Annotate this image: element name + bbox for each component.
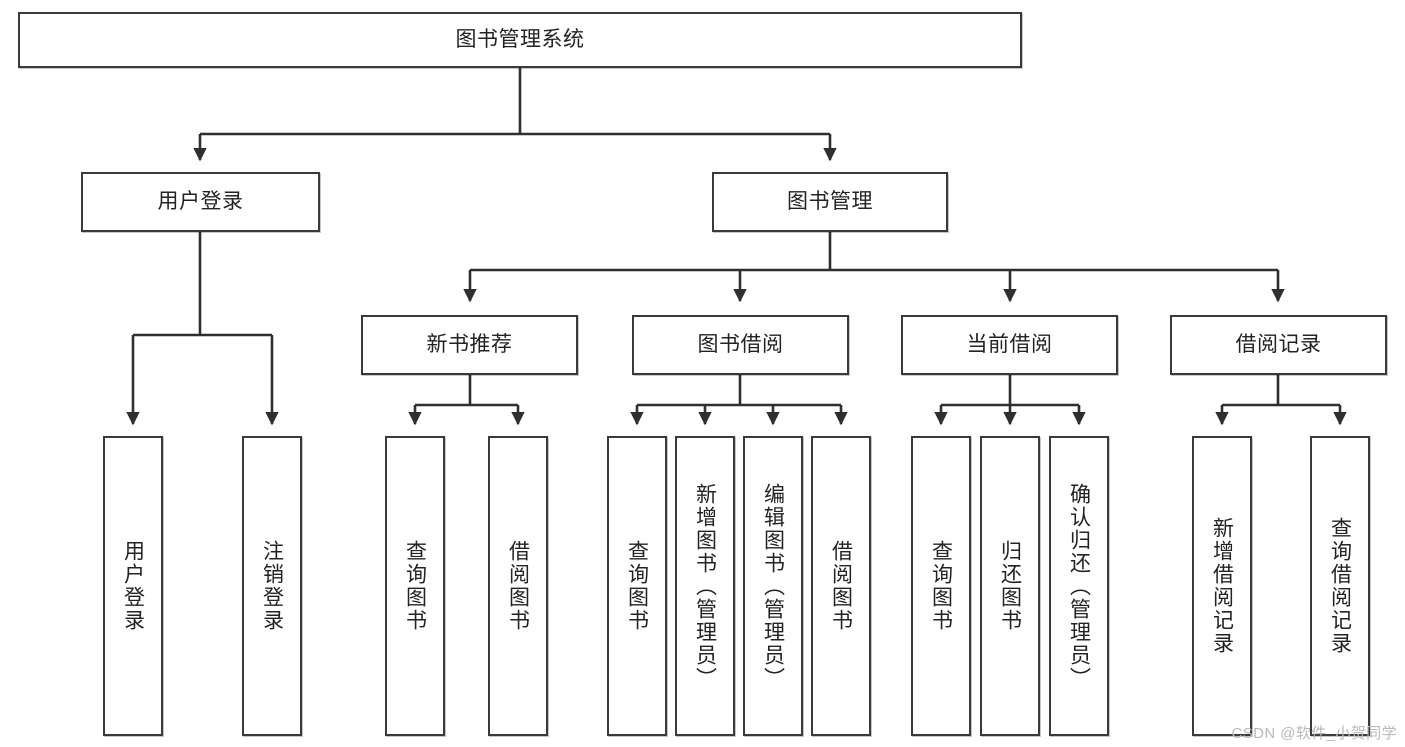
leaf-return-book[interactable]: 归还图书 [980, 436, 1040, 736]
leaf-query-book-1[interactable]: 查询图书 [385, 436, 445, 736]
node-user-login-label: 用户登录 [157, 189, 244, 213]
node-book-borrow-label: 图书借阅 [697, 332, 784, 356]
leaf-user-login-label: 用户登录 [121, 540, 145, 632]
leaf-borrow-book-1-label: 借阅图书 [506, 540, 530, 632]
node-user-login[interactable]: 用户登录 [81, 172, 320, 232]
leaf-query-record-label: 查询借阅记录 [1328, 517, 1352, 655]
leaf-borrow-book-2-label: 借阅图书 [829, 540, 853, 632]
leaf-user-logout[interactable]: 注销登录 [242, 436, 302, 736]
leaf-add-book[interactable]: 新增图书（管理员） [675, 436, 735, 736]
node-new-book-recommend-label: 新书推荐 [426, 332, 513, 356]
leaf-add-record-label: 新增借阅记录 [1210, 517, 1234, 655]
node-new-book-recommend[interactable]: 新书推荐 [361, 315, 578, 375]
leaf-confirm-return[interactable]: 确认归还（管理员） [1049, 436, 1109, 736]
node-book-borrow[interactable]: 图书借阅 [632, 315, 849, 375]
node-book-manage-label: 图书管理 [787, 189, 873, 213]
node-borrow-record[interactable]: 借阅记录 [1170, 315, 1387, 375]
leaf-edit-book[interactable]: 编辑图书（管理员） [743, 436, 803, 736]
leaf-query-book-3-label: 查询图书 [929, 540, 953, 632]
leaf-query-book-3[interactable]: 查询图书 [911, 436, 971, 736]
leaf-user-logout-label: 注销登录 [260, 540, 284, 632]
leaf-query-book-2-label: 查询图书 [625, 540, 649, 632]
node-current-borrow-label: 当前借阅 [966, 332, 1053, 356]
leaf-query-book-2[interactable]: 查询图书 [607, 436, 667, 736]
watermark-text: CSDN @软件_小贺同学 [1231, 725, 1397, 742]
leaf-edit-book-label: 编辑图书（管理员） [761, 482, 785, 690]
node-borrow-record-label: 借阅记录 [1235, 332, 1322, 356]
leaf-user-login[interactable]: 用户登录 [103, 436, 163, 736]
leaf-borrow-book-1[interactable]: 借阅图书 [488, 436, 548, 736]
leaf-query-book-1-label: 查询图书 [403, 540, 427, 632]
leaf-confirm-return-label: 确认归还（管理员） [1067, 482, 1091, 690]
node-book-manage[interactable]: 图书管理 [712, 172, 948, 232]
leaf-borrow-book-2[interactable]: 借阅图书 [811, 436, 871, 736]
leaf-return-book-label: 归还图书 [998, 540, 1022, 632]
leaf-add-record[interactable]: 新增借阅记录 [1192, 436, 1252, 736]
node-current-borrow[interactable]: 当前借阅 [901, 315, 1118, 375]
leaf-query-record[interactable]: 查询借阅记录 [1310, 436, 1370, 736]
leaf-add-book-label: 新增图书（管理员） [693, 482, 717, 690]
node-root[interactable]: 图书管理系统 [18, 12, 1022, 68]
node-root-label: 图书管理系统 [455, 27, 585, 51]
